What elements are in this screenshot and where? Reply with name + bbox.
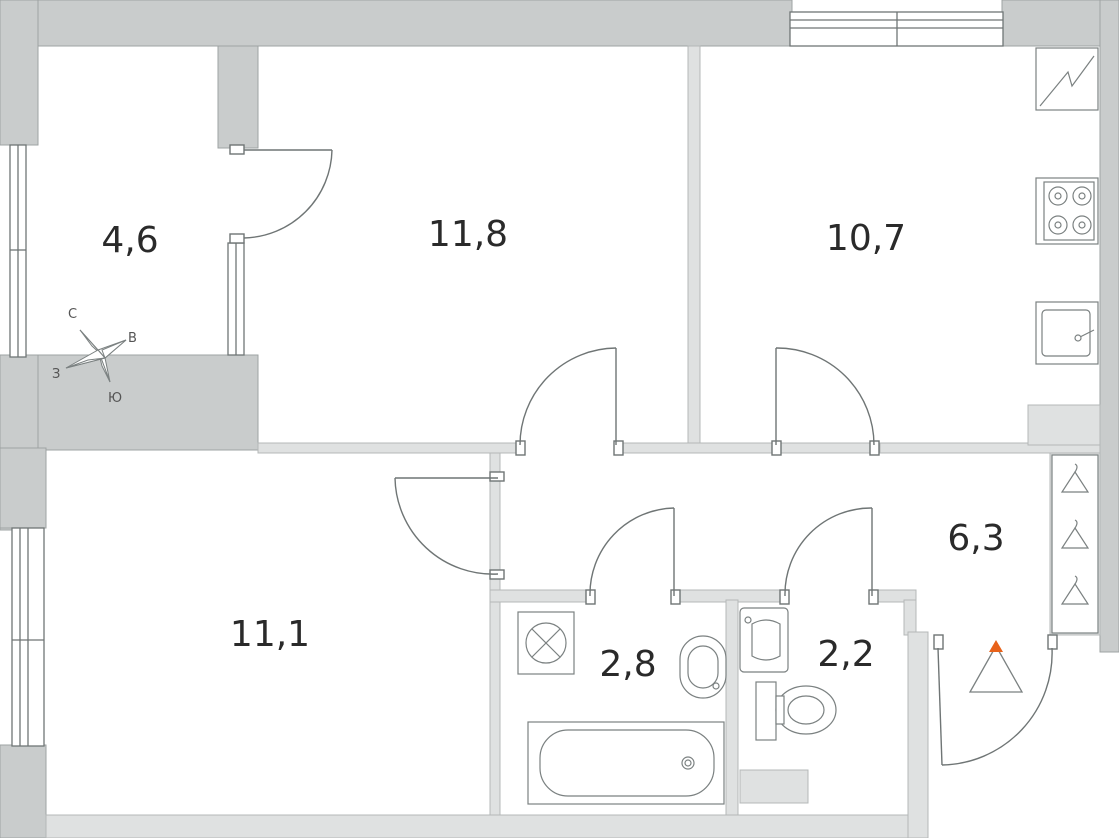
washbasin-icon — [739, 607, 789, 673]
room-area-toilet: 2,2 — [817, 634, 874, 675]
coat-hanger-icon — [1060, 575, 1090, 605]
room-area-hall: 6,3 — [947, 518, 1004, 559]
stove-icon — [1035, 177, 1099, 245]
bathtub-icon — [527, 721, 725, 805]
door-toilet — [779, 507, 879, 605]
compass-west-label: З — [52, 367, 60, 382]
room-area-bathroom: 2,8 — [599, 644, 656, 685]
kitchen-sink-icon — [1035, 301, 1099, 365]
washbasin-icon — [679, 635, 727, 699]
door-loggia — [229, 144, 333, 244]
kitchen-fixtures — [1035, 47, 1099, 365]
room-area-kitchen: 10,7 — [826, 218, 906, 259]
door-entrance — [933, 634, 1058, 766]
compass-north-label: С — [68, 307, 77, 322]
compass-south-label: Ю — [108, 391, 122, 406]
room-area-loggia: 4,6 — [101, 220, 158, 261]
windows — [9, 11, 1004, 747]
door-room-1 — [515, 347, 624, 456]
room-area-room-1: 11,8 — [428, 214, 508, 255]
room-area-room-2: 11,1 — [230, 614, 310, 655]
compass-rose-icon — [65, 329, 127, 383]
entrance-marker-icon — [968, 640, 1024, 693]
wardrobe — [1051, 454, 1099, 634]
coat-hanger-icon — [1060, 463, 1090, 493]
toilet-fixtures — [739, 607, 837, 741]
electric-panel-icon — [1035, 47, 1099, 111]
door-kitchen — [771, 347, 880, 456]
coat-hanger-icon — [1060, 519, 1090, 549]
ventilation-icon — [517, 611, 575, 675]
bathroom-fixtures — [517, 611, 727, 805]
compass-east-label: В — [128, 331, 137, 346]
door-bathroom — [585, 507, 681, 605]
door-room-2 — [394, 471, 505, 580]
doors — [229, 144, 1058, 766]
toilet-bowl-icon — [755, 681, 837, 741]
